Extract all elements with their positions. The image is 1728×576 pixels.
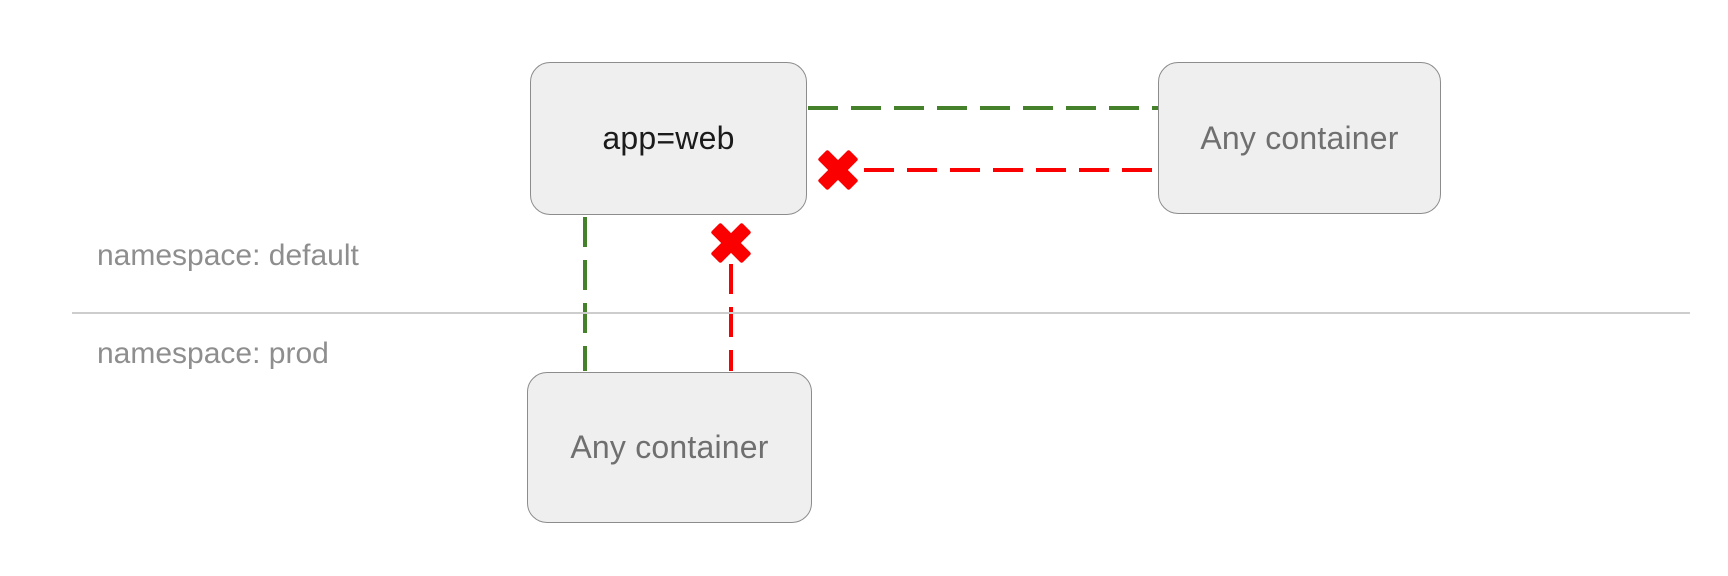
- node-any-container-prod-label: Any container: [570, 429, 769, 465]
- blocked-x-icon: [711, 223, 751, 263]
- namespace-label-default: namespace: default: [97, 239, 359, 272]
- node-any-container-default-label: Any container: [1200, 119, 1399, 156]
- node-any-container-prod: Any container: [527, 372, 812, 523]
- blocked-x-icon: [818, 150, 858, 190]
- node-any-container-default: Any container: [1158, 62, 1441, 214]
- namespace-label-prod: namespace: prod: [97, 337, 329, 370]
- node-app-web-label: app=web: [602, 120, 735, 156]
- namespace-divider: [72, 312, 1690, 314]
- node-app-web: app=web: [530, 62, 807, 215]
